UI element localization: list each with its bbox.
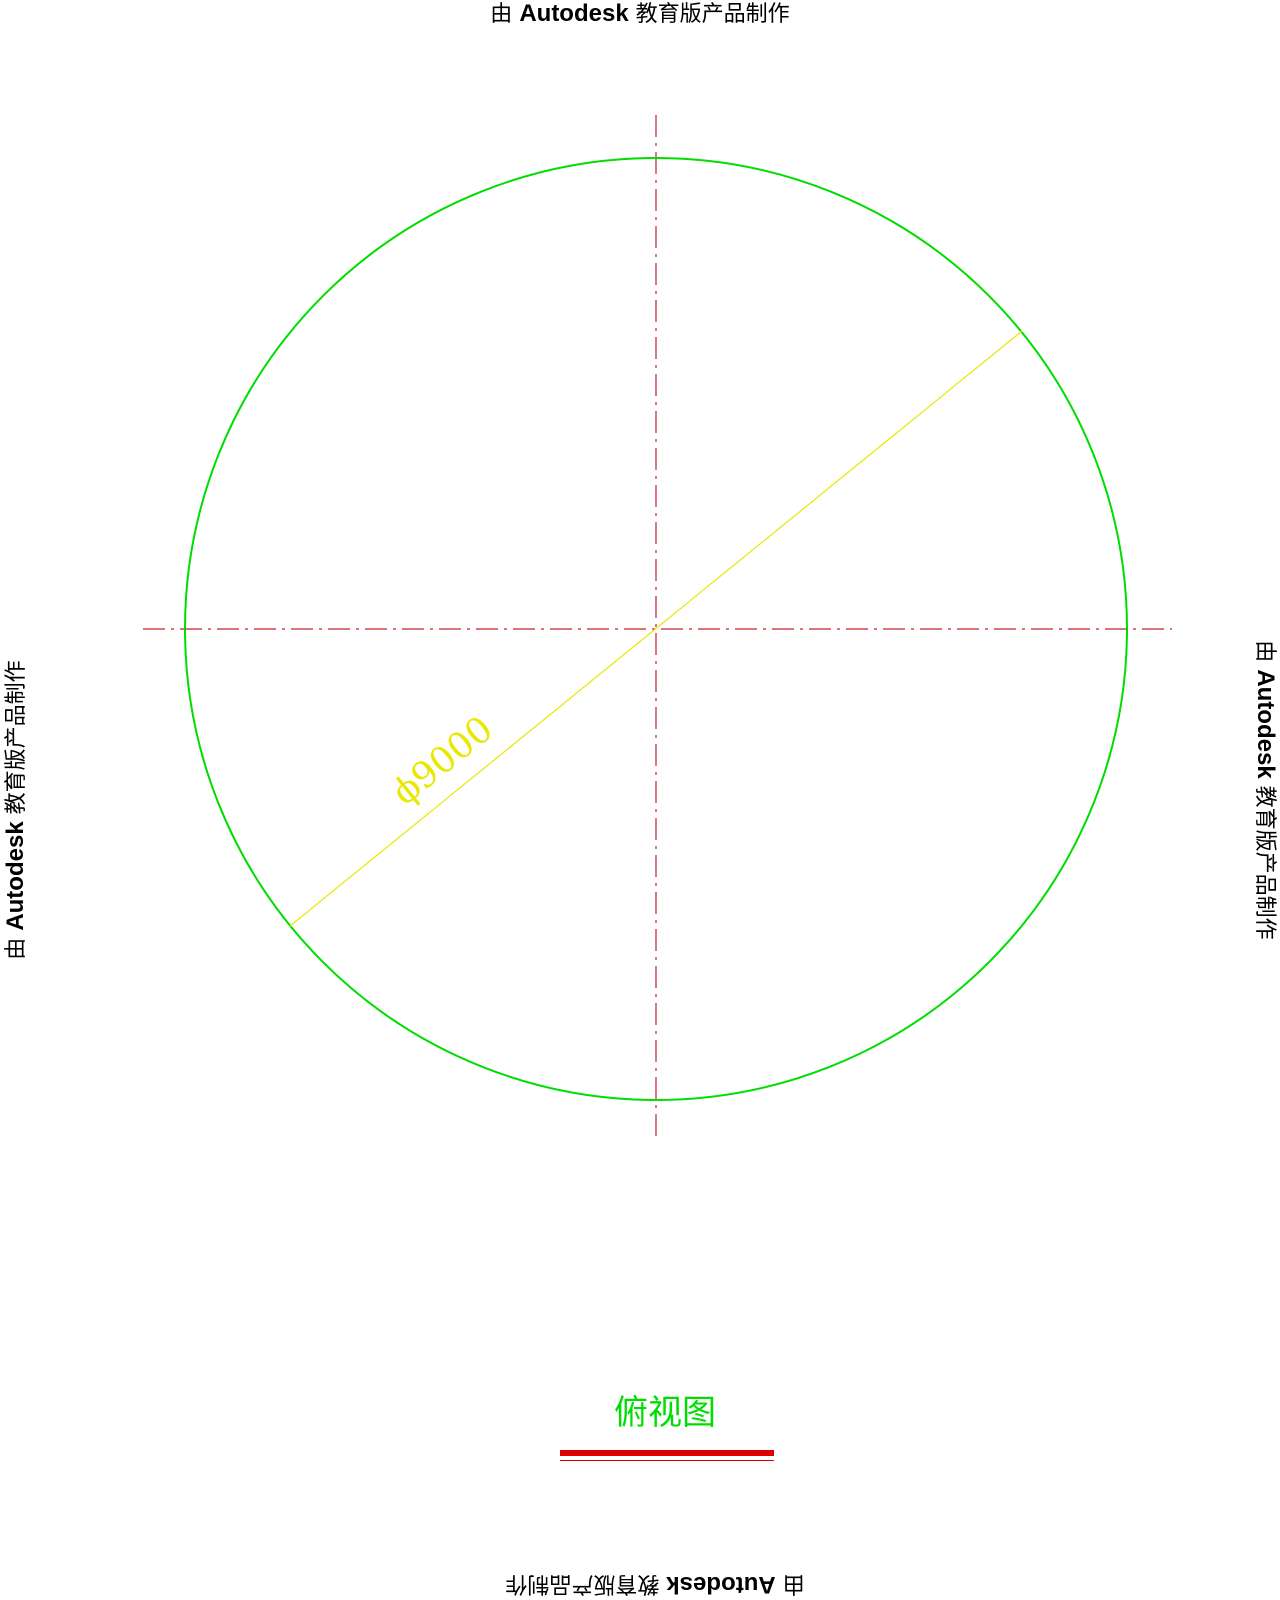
diameter-dimension-label: ϕ9000 [385,709,501,814]
watermark-top: 由 Autodesk 教育版产品制作 [490,2,789,26]
diameter-dimension-line [289,330,1023,927]
watermark-suffix: 教育版产品制作 [635,2,790,27]
view-title-underline-thin [560,1460,774,1461]
watermark-prefix: 由 [490,2,513,27]
view-title: 俯视图 [614,1393,716,1433]
view-title-underline-thick [560,1450,774,1456]
watermark-brand: Autodesk [519,0,629,27]
tank-outline-circle [184,157,1128,1101]
